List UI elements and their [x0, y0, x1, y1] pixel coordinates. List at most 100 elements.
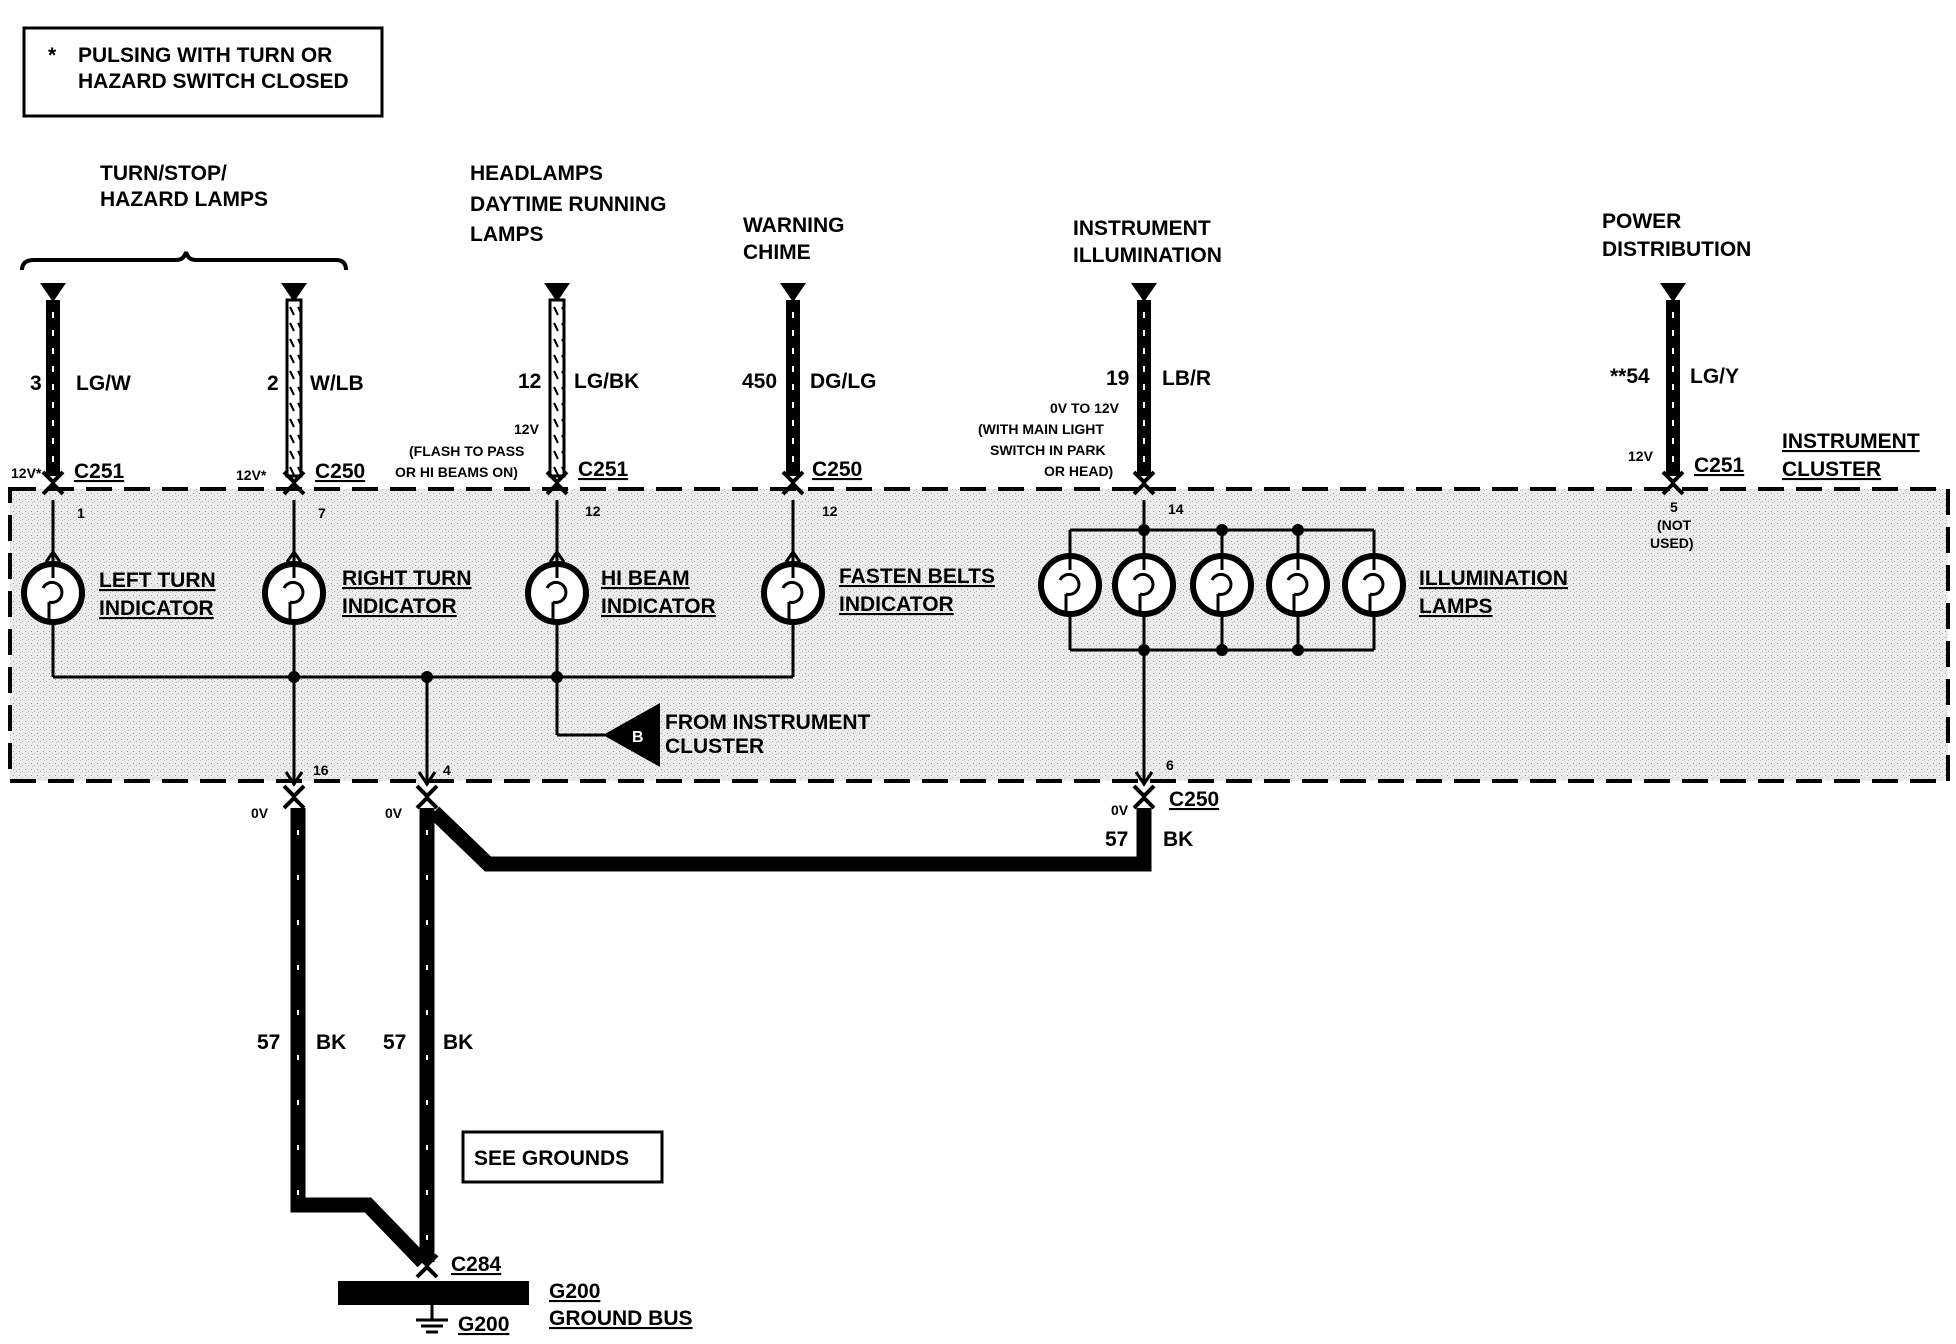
- wire5-circuit: 19: [1106, 367, 1129, 390]
- ground-symbol-icon: [416, 1305, 448, 1334]
- right-turn-label-2: INDICATOR: [342, 595, 457, 618]
- ground2-pin: 4: [443, 762, 451, 778]
- wire5-color: LB/R: [1162, 367, 1211, 390]
- ground-wire-dash-marks: [297, 830, 428, 1250]
- from-cluster-letter: B: [632, 729, 644, 746]
- hi-beam-label-2: INDICATOR: [601, 595, 716, 618]
- wire1-connector: C251: [74, 460, 125, 483]
- wire4-pin: 12: [822, 503, 838, 519]
- pin-arrows: [44, 549, 1154, 787]
- wire1-pin: 1: [77, 505, 85, 521]
- right-turn-bulb-icon: [265, 564, 323, 622]
- ground3-pin: 6: [1166, 757, 1174, 773]
- see-grounds-label: SEE GROUNDS: [474, 1147, 629, 1170]
- wire3-pin: 12: [585, 503, 601, 519]
- headlamps-source-line3: LAMPS: [470, 223, 544, 246]
- ground1-pin: 16: [313, 762, 329, 778]
- note-line-1: PULSING WITH TURN OR: [78, 44, 332, 67]
- power-source-line2: DISTRIBUTION: [1602, 238, 1751, 261]
- fasten-belts-label-1: FASTEN BELTS: [839, 565, 995, 588]
- wire5-voltage: 0V TO 12V: [1050, 400, 1120, 416]
- wire1-color: LG/W: [76, 372, 131, 395]
- wire3-color: LG/BK: [574, 370, 639, 393]
- illumination-bulb-2-icon: [1115, 556, 1173, 614]
- wire5-pin: 14: [1168, 501, 1184, 517]
- wire5-voltage-note1: (WITH MAIN LIGHT: [978, 421, 1104, 437]
- ground-point-id: G200: [458, 1313, 509, 1336]
- illumination-bulb-1-icon: [1041, 556, 1099, 614]
- wire4-connector: C250: [812, 458, 862, 481]
- ground-bus-label: GROUND BUS: [549, 1307, 693, 1330]
- wire6-pin: 5: [1670, 499, 1678, 515]
- illum-source-line1: INSTRUMENT: [1073, 217, 1211, 240]
- ground-wires: [290, 806, 1152, 1268]
- wire2-pin: 7: [318, 505, 326, 521]
- wire2-connector: C250: [315, 460, 365, 483]
- from-cluster-triangle-icon: [603, 703, 660, 767]
- wire6-connector: C251: [1694, 454, 1745, 477]
- wire4-color: DG/LG: [810, 370, 877, 393]
- wire5-voltage-note3: OR HEAD): [1044, 463, 1113, 479]
- headlamps-source-line1: HEADLAMPS: [470, 162, 603, 185]
- wire5-voltage-note2: SWITCH IN PARK: [990, 442, 1106, 458]
- wire3-voltage-note1: (FLASH TO PASS: [409, 443, 524, 459]
- wire3-connector: C251: [578, 458, 629, 481]
- hi-beam-label-1: HI BEAM: [601, 567, 690, 590]
- top-connector-chevrons: [41, 470, 1685, 496]
- wire2-circuit: 2: [267, 372, 279, 395]
- instrument-cluster-box: [8, 487, 1950, 783]
- wire-lgbk: [548, 298, 566, 478]
- left-turn-label-2: INDICATOR: [99, 597, 214, 620]
- source-arrowheads: [40, 283, 1686, 302]
- illumination-bulb-5-icon: [1345, 556, 1403, 614]
- wire3-voltage: 12V: [514, 421, 540, 437]
- illumination-bulb-4-icon: [1269, 556, 1327, 614]
- note-line-2: HAZARD SWITCH CLOSED: [78, 70, 349, 93]
- left-turn-bulb-icon: [24, 564, 82, 622]
- ground1-voltage: 0V: [251, 805, 269, 821]
- ground1-circuit: 57: [257, 1031, 280, 1054]
- wire3-circuit: 12: [518, 370, 541, 393]
- chime-source-line2: CHIME: [743, 241, 811, 264]
- note-asterisk: *: [48, 44, 57, 67]
- ground3-circuit: 57: [1105, 828, 1128, 851]
- cluster-label-line2: CLUSTER: [1782, 458, 1881, 481]
- chime-source-line1: WARNING: [743, 214, 845, 237]
- wire6-color: LG/Y: [1690, 365, 1739, 388]
- turn-source-brace: [20, 251, 348, 271]
- wire1-circuit: 3: [30, 372, 42, 395]
- ground1-color: BK: [316, 1031, 346, 1054]
- see-grounds-box: SEE GROUNDS: [461, 1130, 664, 1184]
- fasten-belts-label-2: INDICATOR: [839, 593, 954, 616]
- power-source-line1: POWER: [1602, 210, 1681, 233]
- from-cluster-line2: CLUSTER: [665, 735, 764, 758]
- bottom-connector-chevrons: [282, 784, 1156, 810]
- headlamps-source-line2: DAYTIME RUNNING: [470, 193, 666, 216]
- wire6-pin-note2: USED): [1650, 535, 1694, 551]
- fasten-belts-bulb-icon: [764, 564, 822, 622]
- wire-wlb: [285, 298, 303, 478]
- wire2-voltage: 12V*: [236, 467, 267, 483]
- illumination-lamps-label-2: LAMPS: [1419, 595, 1493, 618]
- illumination-lamps-label-1: ILLUMINATION: [1419, 567, 1568, 590]
- note-box: * PULSING WITH TURN OR HAZARD SWITCH CLO…: [22, 26, 384, 118]
- wire6-voltage: 12V: [1628, 448, 1654, 464]
- illumination-bulb-3-icon: [1193, 556, 1251, 614]
- wire4-circuit: 450: [742, 370, 777, 393]
- ground3-voltage: 0V: [1111, 802, 1129, 818]
- wire6-pin-note1: (NOT: [1657, 517, 1692, 533]
- ground-bus-id: G200: [549, 1280, 600, 1303]
- wire2-color: W/LB: [310, 372, 364, 395]
- c284-chevrons: [415, 1253, 439, 1279]
- ground3-connector: C250: [1169, 788, 1219, 811]
- hi-beam-bulb-icon: [528, 564, 586, 622]
- ground2-circuit: 57: [383, 1031, 406, 1054]
- ground2-voltage: 0V: [385, 805, 403, 821]
- junction-dots: [288, 524, 1304, 683]
- illum-source-line2: ILLUMINATION: [1073, 244, 1222, 267]
- turn-source-line2: HAZARD LAMPS: [100, 188, 268, 211]
- left-turn-label-1: LEFT TURN: [99, 569, 216, 592]
- ground-bus-bar: [338, 1281, 529, 1305]
- ground3-color: BK: [1163, 828, 1193, 851]
